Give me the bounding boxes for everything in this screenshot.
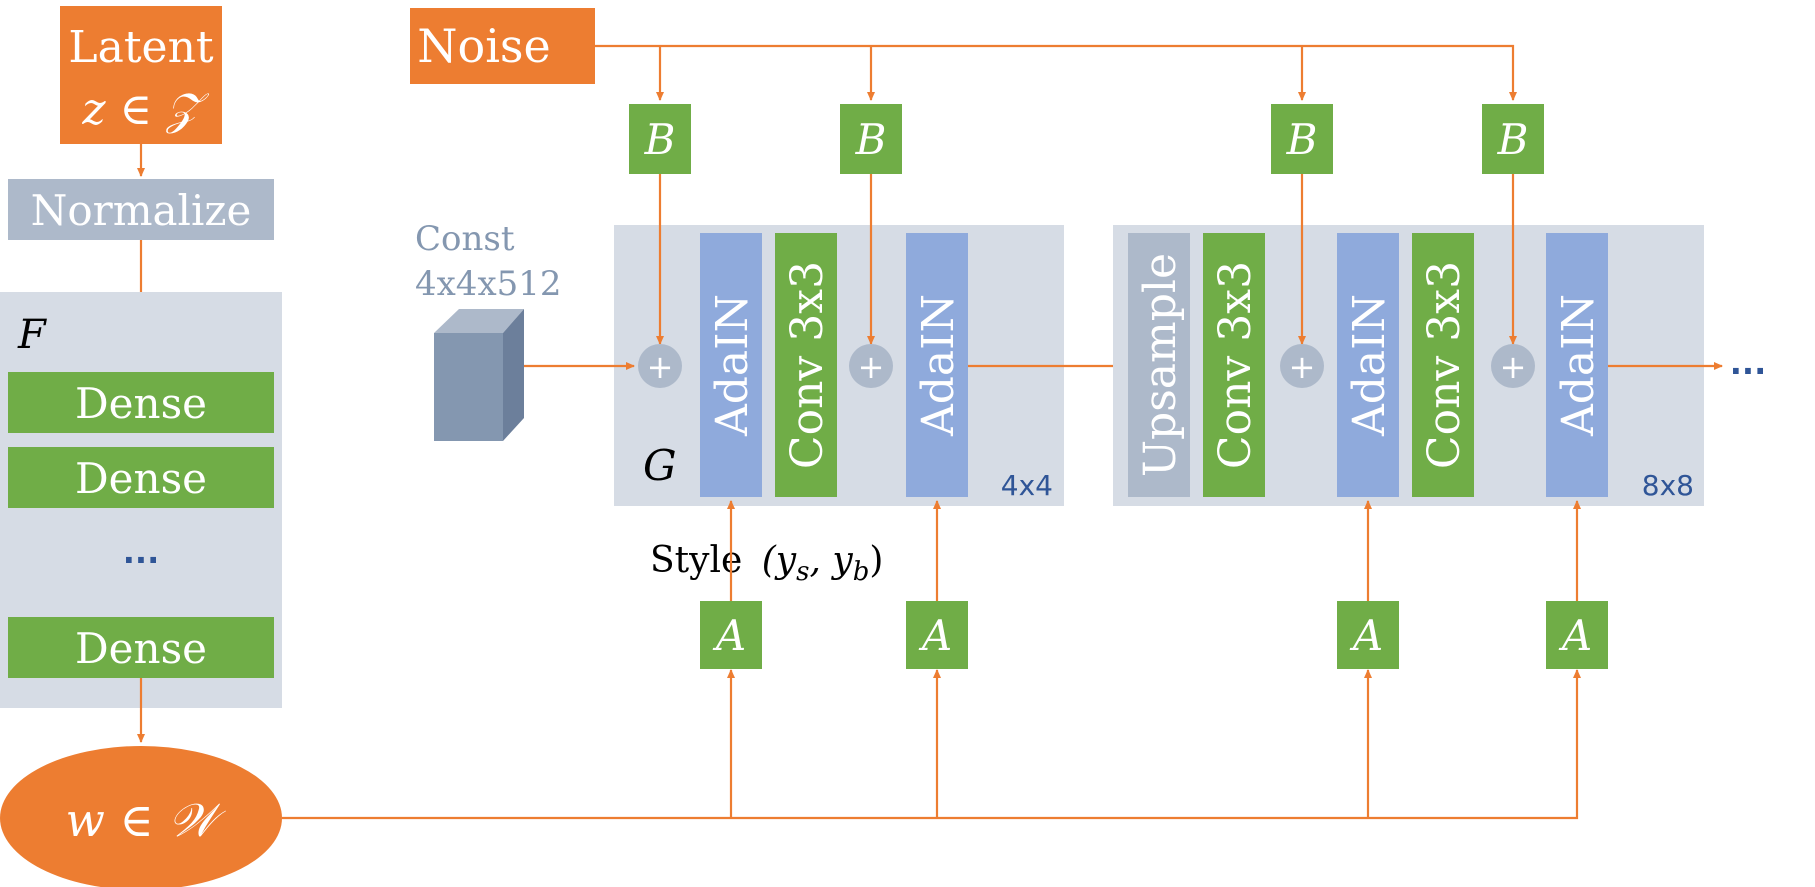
b-box-2: B	[840, 104, 902, 174]
a-box-4: A	[1546, 601, 1608, 669]
a-to-adain-arrows	[727, 500, 1581, 601]
a-label-1: A	[712, 611, 746, 660]
adain-block-3: AdaIN	[1337, 233, 1399, 497]
conv-block-3: Conv 3x3	[1412, 233, 1474, 497]
adain-label-1: AdaIN	[707, 294, 758, 437]
plus-node-4: +	[1491, 344, 1535, 388]
adain-label-3: AdaIN	[1344, 294, 1395, 437]
style-close: )	[869, 540, 883, 581]
upsample-block: Upsample	[1128, 233, 1190, 497]
conv-block-2: Conv 3x3	[1203, 233, 1265, 497]
b-label-1: B	[644, 115, 676, 164]
normalize-label: Normalize	[31, 186, 252, 235]
adain-label-4: AdaIN	[1553, 294, 1604, 437]
a-box-3: A	[1337, 601, 1399, 669]
plus-symbol-4: +	[1500, 348, 1527, 386]
w-latent-label: w ∈ 𝒲	[66, 793, 227, 847]
a-box-1: A	[700, 601, 762, 669]
plus-symbol-3: +	[1289, 348, 1316, 386]
w-latent-ellipse: w ∈ 𝒲	[0, 746, 282, 887]
dense-label-1: Dense	[75, 379, 207, 428]
style-label: Style (ys, yb)	[650, 540, 883, 587]
resolution-label-8x8: 8x8	[1642, 469, 1694, 502]
a-box-2: A	[906, 601, 968, 669]
adain-block-1: AdaIN	[700, 233, 762, 497]
w-to-a-wires	[282, 669, 1581, 820]
plus-symbol-1: +	[647, 348, 674, 386]
conv-label-1: Conv 3x3	[782, 261, 833, 469]
normalize-box: Normalize	[8, 179, 274, 240]
style-word: Style	[650, 540, 742, 581]
style-var-yb: , y	[809, 540, 853, 581]
plus-node-2: +	[849, 344, 893, 388]
plus-node-1: +	[638, 344, 682, 388]
mapping-network-label: F	[17, 312, 47, 358]
conv-block-1: Conv 3x3	[775, 233, 837, 497]
latent-label: Latent	[68, 22, 214, 73]
b-label-2: B	[855, 115, 887, 164]
a-label-3: A	[1349, 611, 1383, 660]
style-sub-b: b	[853, 557, 870, 587]
generator-label: G	[643, 441, 677, 490]
plus-node-3: +	[1280, 344, 1324, 388]
adain-block-4: AdaIN	[1546, 233, 1608, 497]
plus-symbol-2: +	[858, 348, 885, 386]
dense-layer-2: Dense	[8, 447, 274, 508]
a-label-2: A	[918, 611, 952, 660]
latent-box: Latent z ∈ 𝒵	[60, 6, 222, 144]
noise-label: Noise	[417, 19, 551, 73]
b-label-3: B	[1286, 115, 1318, 164]
adain-block-2: AdaIN	[906, 233, 968, 497]
const-label: Const	[415, 219, 515, 259]
latent-z-label: z ∈ 𝒵	[81, 84, 210, 135]
b-box-4: B	[1482, 104, 1544, 174]
noise-wires	[595, 44, 1517, 101]
conv-label-3: Conv 3x3	[1419, 261, 1470, 469]
trailing-ellipsis: ...	[1730, 344, 1766, 382]
resolution-label-4x4: 4x4	[1001, 469, 1053, 502]
a-label-4: A	[1558, 611, 1592, 660]
dense-ellipsis: ...	[123, 533, 159, 571]
const-tensor-cube	[434, 309, 524, 441]
style-var-ys: (y	[762, 540, 797, 581]
conv-label-2: Conv 3x3	[1210, 261, 1261, 469]
noise-box: Noise	[410, 8, 595, 84]
b-box-3: B	[1271, 104, 1333, 174]
dense-layer-3: Dense	[8, 617, 274, 678]
b-box-1: B	[629, 104, 691, 174]
b-label-4: B	[1497, 115, 1529, 164]
upsample-label: Upsample	[1135, 253, 1186, 477]
const-size-label: 4x4x512	[415, 264, 562, 304]
dense-label-2: Dense	[75, 454, 207, 503]
dense-label-3: Dense	[75, 624, 207, 673]
dense-layer-1: Dense	[8, 372, 274, 433]
adain-label-2: AdaIN	[913, 294, 964, 437]
style-sub-s: s	[796, 557, 809, 587]
